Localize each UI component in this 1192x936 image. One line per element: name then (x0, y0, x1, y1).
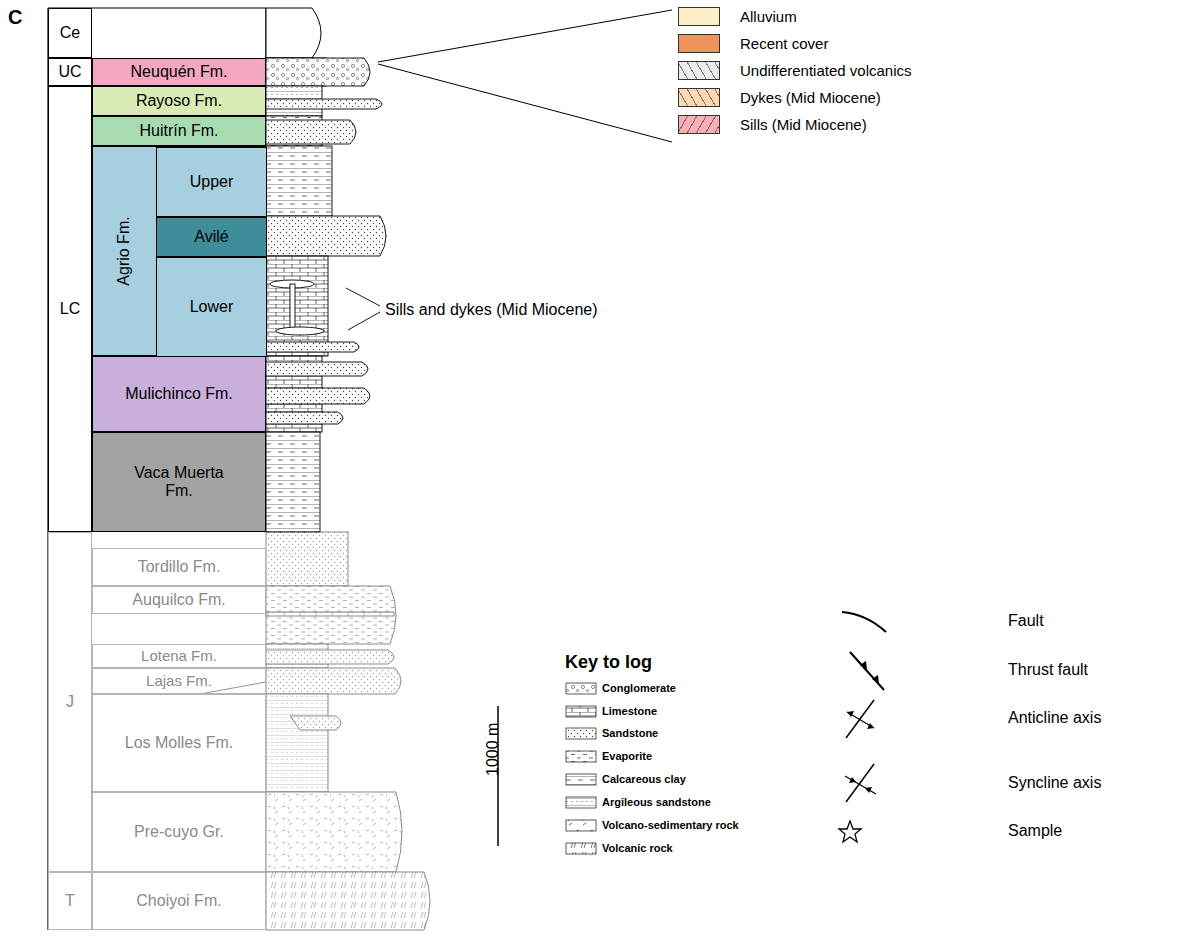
formation-band: J (48, 532, 92, 872)
band-label: J (66, 693, 74, 711)
legend-label: Argileous sandstone (602, 796, 711, 808)
formation-band: Neuquén Fm. (92, 58, 266, 86)
legend-label: Evaporite (602, 750, 652, 762)
legend-label: Anticline axis (1008, 709, 1101, 727)
band-label: Vaca Muerta Fm. (129, 464, 229, 501)
band-label: Tordillo Fm. (138, 558, 221, 576)
band-label: Choiyoi Fm. (136, 892, 221, 910)
legend-label: Syncline axis (1008, 774, 1101, 792)
band-label: Upper (190, 173, 234, 191)
formation-band: Vaca Muerta Fm. (92, 432, 266, 532)
formation-band: Tordillo Fm. (92, 548, 266, 586)
legend-label: Limestone (602, 705, 657, 717)
legend-swatch (678, 88, 720, 107)
band-label: Agrio Fm. (115, 216, 133, 285)
formation-band: Pre-cuyo Gr. (92, 792, 266, 872)
formation-band: Lotena Fm. (92, 644, 266, 668)
formation-band: Mulichinco Fm. (92, 356, 266, 432)
legend-label: Dykes (Mid Miocene) (740, 89, 881, 106)
legend-label: Thrust fault (1008, 661, 1088, 679)
band-label: Lotena Fm. (141, 647, 217, 664)
legend-label: Sills (Mid Miocene) (740, 116, 867, 133)
formation-band: Auquilco Fm. (92, 586, 266, 614)
legend-label: Conglomerate (602, 682, 676, 694)
band-label: Ce (60, 24, 80, 42)
band-label: Lajas Fm. (146, 672, 212, 689)
legend-label: Volcanic rock (602, 842, 673, 854)
band-label: Los Molles Fm. (125, 734, 233, 752)
legend-label: Volcano-sedimentary rock (602, 819, 739, 831)
band-label: Lower (190, 298, 234, 316)
formation-band: Ce (48, 8, 92, 58)
formation-band: UC (48, 58, 92, 86)
formation-band: Avilé (156, 217, 267, 257)
panel-letter: C (8, 6, 22, 29)
formation-band: Lajas Fm. (92, 668, 266, 694)
legend-label: Calcareous clay (602, 773, 686, 785)
legend-swatch (678, 7, 720, 26)
band-label: Avilé (194, 228, 228, 246)
formation-band: T (48, 872, 92, 930)
annotation: Sills and dykes (Mid Miocene) (385, 301, 598, 319)
legend-swatch (678, 34, 720, 53)
scale-label: 1000 m (484, 723, 502, 776)
formation-band: Upper (156, 147, 267, 217)
legend-label: Fault (1008, 612, 1044, 630)
formation-band: Agrio Fm. UpperAviléLower (92, 146, 266, 356)
annotation: Key to log (565, 652, 652, 673)
formation-band: LC (48, 86, 92, 532)
formation-band: Huitrín Fm. (92, 116, 266, 146)
band-label: LC (60, 300, 80, 318)
band-label: Mulichinco Fm. (125, 385, 233, 403)
legend-label: Alluvium (740, 8, 797, 25)
legend-label: Sample (1008, 822, 1062, 840)
band-label: UC (58, 63, 81, 81)
band-label: Neuquén Fm. (131, 63, 228, 81)
legend-label: Undifferentiated volcanics (740, 62, 912, 79)
band-label: Huitrín Fm. (139, 122, 218, 140)
formation-band: Rayoso Fm. (92, 86, 266, 116)
band-label: Pre-cuyo Gr. (134, 823, 224, 841)
formation-band: Choiyoi Fm. (92, 872, 266, 930)
legend-label: Sandstone (602, 727, 658, 739)
band-label: Rayoso Fm. (136, 92, 222, 110)
legend-swatch (678, 115, 720, 134)
band-label: Auquilco Fm. (132, 591, 225, 609)
legend-swatch (678, 61, 720, 80)
formation-band: Los Molles Fm. (92, 694, 266, 792)
formation-band: Lower (156, 257, 267, 357)
band-label: T (65, 892, 75, 910)
legend-label: Recent cover (740, 35, 828, 52)
